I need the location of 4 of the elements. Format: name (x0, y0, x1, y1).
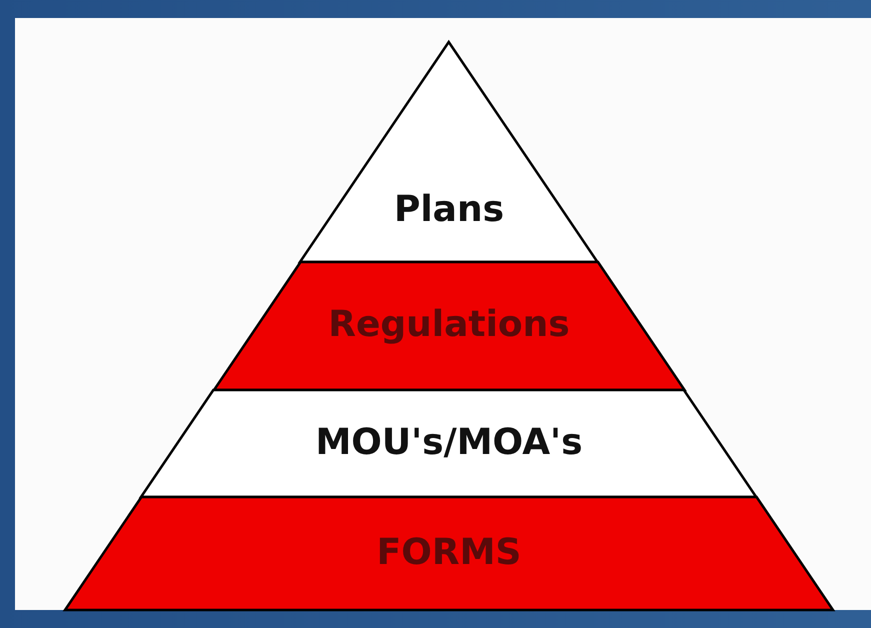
tier-label: Regulations (327, 304, 571, 345)
tier-label: Plans (392, 189, 506, 230)
tier-label: MOU's/MOA's (314, 422, 584, 462)
tier-label: FORMS (376, 532, 522, 572)
